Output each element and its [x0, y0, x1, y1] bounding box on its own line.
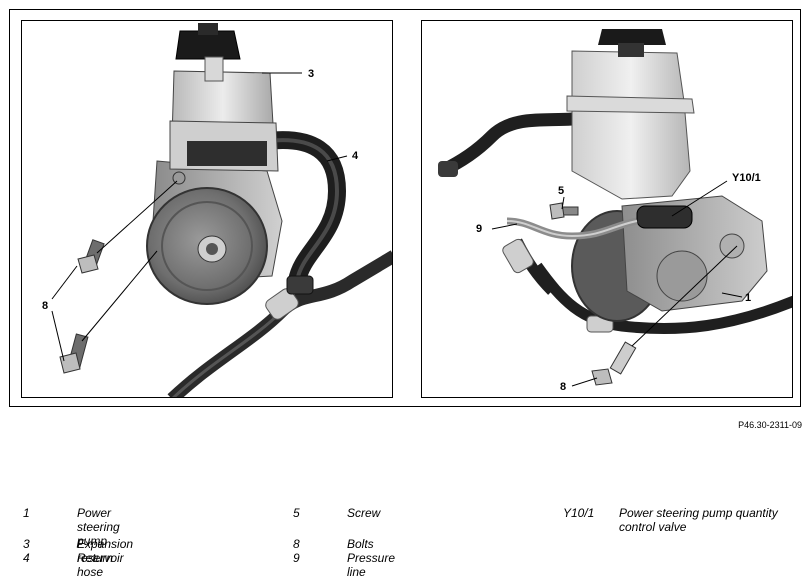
figure-frame — [9, 9, 801, 407]
callout-8-right: 8 — [560, 381, 566, 393]
reservoir-cap-right — [598, 29, 666, 45]
legend-num-4: 4 — [23, 551, 30, 565]
return-hose-upper — [439, 112, 573, 177]
legend-num-5: 5 — [293, 506, 300, 520]
left-illustration-panel: 3 4 8 — [21, 20, 393, 398]
legend-num-3: 3 — [23, 537, 30, 551]
legend-text-3: Expansion reservoir — [77, 537, 134, 565]
legend-text-y10-1: Power steering pump quantity control val… — [619, 506, 778, 534]
legend-text-1: Power steering pump — [77, 506, 120, 548]
legend-text-5: Screw — [347, 506, 381, 520]
hose-fitting — [265, 288, 299, 320]
quantity-control-valve — [636, 205, 693, 229]
callout-9: 9 — [476, 223, 482, 235]
legend-text-4: Return hose — [77, 551, 114, 579]
bolt-8-right — [591, 341, 637, 386]
screw-5 — [549, 202, 579, 220]
legend-text-9: Pressure line — [347, 551, 396, 579]
right-illustration-panel: Y10/1 5 9 1 8 — [421, 20, 793, 398]
callout-5: 5 — [558, 185, 564, 197]
right-pump-illustration: Y10/1 5 9 1 8 — [438, 29, 792, 393]
callout-y10-1: Y10/1 — [732, 172, 761, 184]
figure-reference: P46.30-2311-09 — [738, 420, 802, 430]
legend-num-8: 8 — [293, 537, 300, 551]
bolt-upper — [77, 239, 105, 274]
legend-num-y10-1: Y10/1 — [563, 506, 595, 520]
callout-8-left: 8 — [42, 300, 48, 312]
legend-text-8: Bolts — [347, 537, 374, 551]
expansion-reservoir-right — [571, 50, 691, 200]
bolt-lower — [59, 333, 89, 374]
reservoir-cap — [175, 30, 241, 60]
legend-num-9: 9 — [293, 551, 300, 565]
legend-num-1: 1 — [23, 506, 30, 520]
callout-3: 3 — [308, 68, 314, 80]
callout-1: 1 — [745, 292, 751, 304]
callout-4: 4 — [352, 150, 359, 162]
left-pump-illustration: 3 4 8 — [42, 23, 392, 397]
hose-lower — [532, 262, 792, 335]
